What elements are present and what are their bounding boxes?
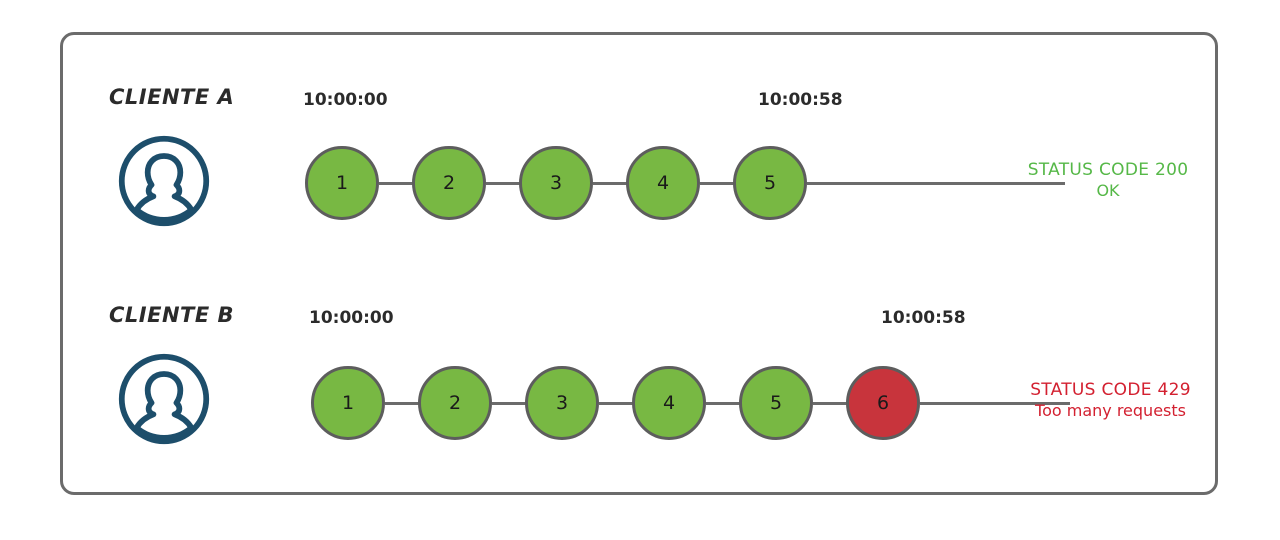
connector-line xyxy=(700,181,749,185)
request-node[interactable]: 4 xyxy=(632,366,706,440)
client-a-status-badge: STATUS CODE 200 OK xyxy=(1008,160,1208,201)
diagram-frame: CLIENTE A 10:00:00 10:00:58 1 2 3 4 5 ST… xyxy=(60,32,1218,495)
response-tail-line xyxy=(807,181,1065,185)
response-tail-line xyxy=(920,401,1070,405)
client-row-b: CLIENTE B 10:00:00 10:00:58 1 2 3 4 5 6 … xyxy=(63,35,1215,492)
client-b-request-chain: 1 2 3 4 5 6 xyxy=(311,363,1070,443)
user-avatar-icon xyxy=(116,351,212,447)
connector-line xyxy=(385,401,434,405)
status-code-line: STATUS CODE 429 xyxy=(1030,380,1191,400)
connector-line xyxy=(813,401,862,405)
client-a-end-time: 10:00:58 xyxy=(758,90,843,110)
request-node[interactable]: 3 xyxy=(519,146,593,220)
request-node[interactable]: 1 xyxy=(305,146,379,220)
client-a-label: CLIENTE A xyxy=(109,85,235,109)
request-node[interactable]: 5 xyxy=(739,366,813,440)
client-b-label: CLIENTE B xyxy=(109,303,235,327)
connector-line xyxy=(492,401,541,405)
client-b-start-time: 10:00:00 xyxy=(309,308,394,328)
connector-line xyxy=(486,181,535,185)
client-a-start-time: 10:00:00 xyxy=(303,90,388,110)
status-code-line: STATUS CODE 200 xyxy=(1027,160,1189,180)
connector-line xyxy=(593,181,642,185)
status-text-line: OK xyxy=(1096,181,1120,201)
client-row-a: CLIENTE A 10:00:00 10:00:58 1 2 3 4 5 ST… xyxy=(63,35,1215,492)
request-node[interactable]: 3 xyxy=(525,366,599,440)
status-text-line: Too many requests xyxy=(1035,401,1186,421)
request-node[interactable]: 2 xyxy=(412,146,486,220)
client-a-request-chain: 1 2 3 4 5 xyxy=(305,143,1065,223)
request-node-error[interactable]: 6 xyxy=(846,366,920,440)
user-avatar-icon xyxy=(116,133,212,229)
client-b-end-time: 10:00:58 xyxy=(881,308,966,328)
connector-line xyxy=(599,401,648,405)
connector-line xyxy=(706,401,755,405)
request-node[interactable]: 2 xyxy=(418,366,492,440)
client-b-status-badge: STATUS CODE 429 Too many requests xyxy=(1008,380,1213,421)
request-node[interactable]: 5 xyxy=(733,146,807,220)
request-node[interactable]: 4 xyxy=(626,146,700,220)
request-node[interactable]: 1 xyxy=(311,366,385,440)
connector-line xyxy=(379,181,428,185)
